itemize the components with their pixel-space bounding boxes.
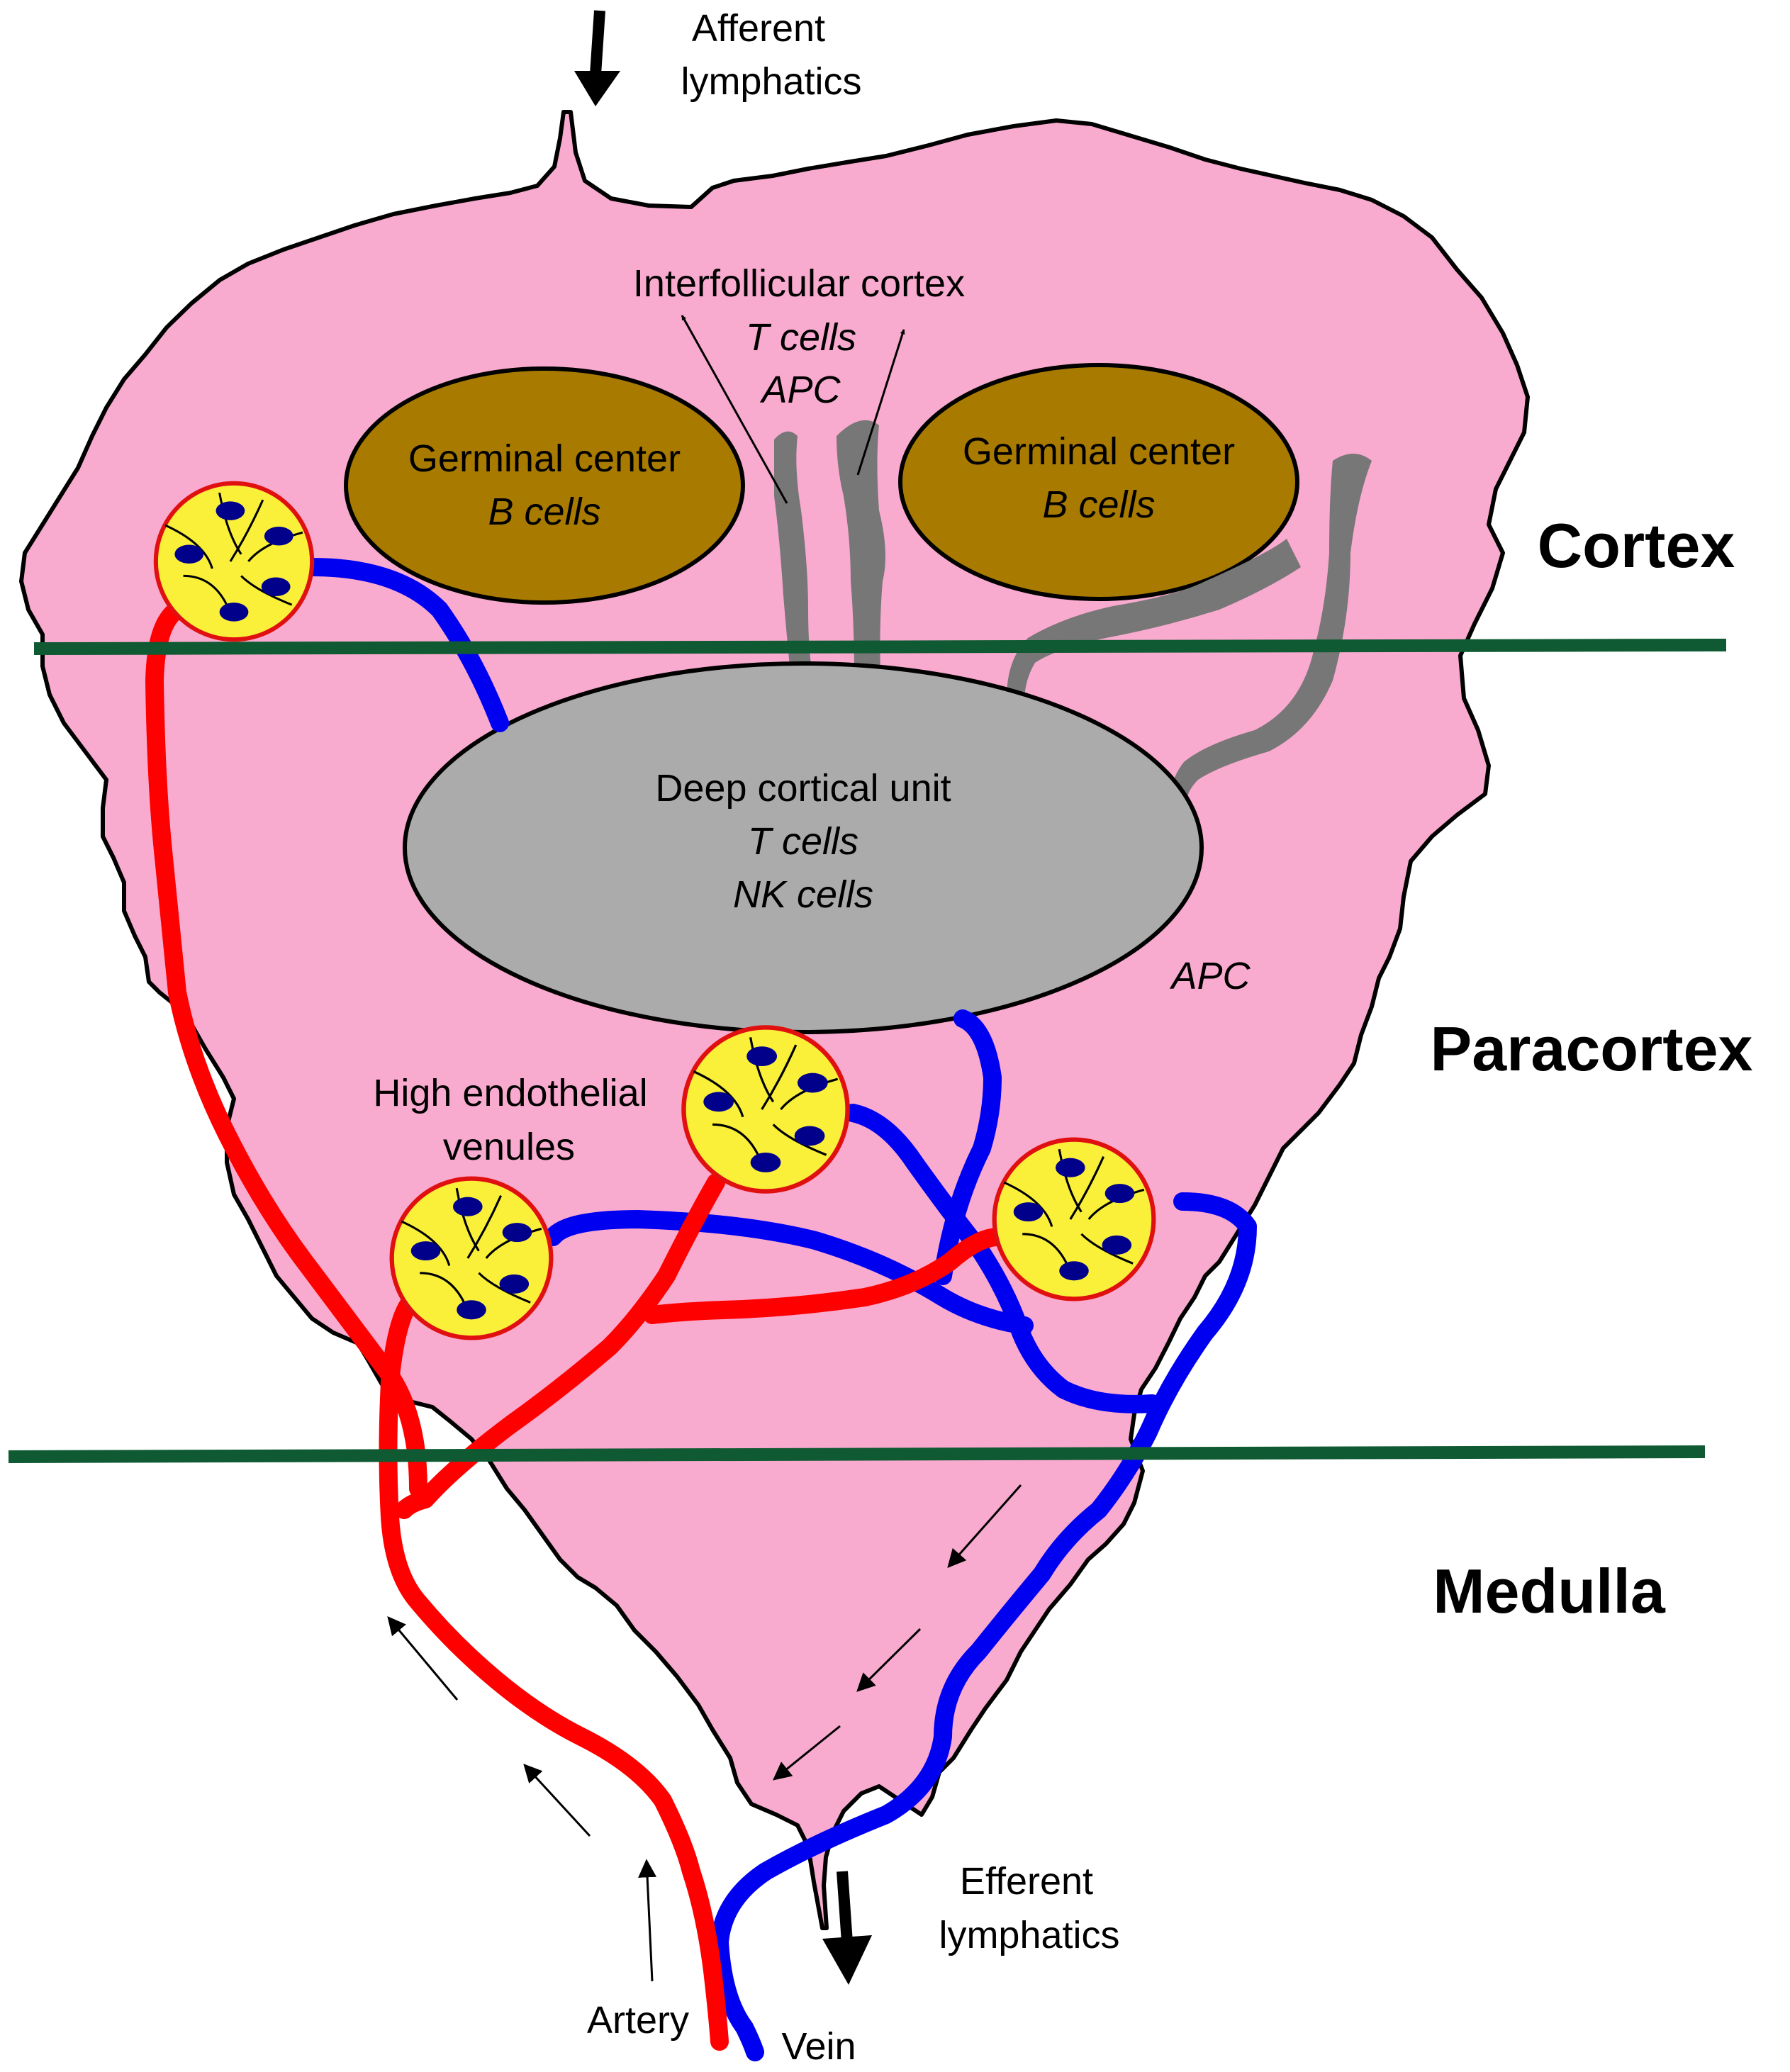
paracortex-apc-label: APC — [1169, 955, 1251, 997]
afferent-label-line2: lymphatics — [681, 60, 861, 103]
interfollicular-tcells-label: T cells — [746, 316, 856, 359]
efferent-arrow — [822, 1871, 872, 1985]
germinal-center-right-label: Germinal center — [963, 430, 1235, 473]
germinal-center-right — [898, 363, 1299, 601]
arteries — [145, 600, 1007, 2051]
efferent-label-line2: lymphatics — [939, 1914, 1119, 1956]
hev-top-left — [156, 483, 312, 639]
germinal-center-right-bcells: B cells — [1042, 483, 1155, 526]
artery-label: Artery — [587, 1999, 689, 2042]
afferent-arrow — [574, 10, 620, 106]
lymphatic-channels — [774, 420, 1372, 808]
zone-label-medulla: Medulla — [1433, 1556, 1666, 1626]
deep-cortical-unit-label: Deep cortical unit — [655, 767, 951, 810]
interfollicular-apc-label: APC — [759, 369, 841, 411]
vein-label: Vein — [781, 2025, 856, 2068]
cortex-paracortex-boundary — [33, 639, 1727, 655]
interfollicular-arrow-right — [856, 329, 905, 476]
zone-label-cortex: Cortex — [1538, 510, 1735, 581]
germinal-center-left-bcells: B cells — [488, 491, 600, 533]
germinal-center-left-label: Germinal center — [408, 437, 681, 480]
deep-cortical-unit-nkcells: NK cells — [733, 873, 873, 916]
zone-label-paracortex: Paracortex — [1431, 1014, 1753, 1084]
hev-lower-left — [392, 1179, 552, 1338]
hev-right — [995, 1140, 1154, 1299]
hev-label-line1: High endothelial — [373, 1072, 647, 1114]
afferent-label-line1: Afferent — [692, 7, 825, 50]
interfollicular-arrow-left — [681, 315, 788, 504]
veins — [303, 558, 1257, 2061]
hev-label-line2: venules — [443, 1126, 575, 1168]
paracortex-medulla-boundary — [8, 1445, 1706, 1463]
medulla-flow-arrows — [772, 1484, 1022, 1781]
germinal-center-left — [344, 366, 745, 605]
artery-flow-arrows — [387, 1616, 657, 1982]
interfollicular-label: Interfollicular cortex — [633, 262, 965, 305]
efferent-label-line1: Efferent — [960, 1860, 1093, 1903]
deep-cortical-unit — [403, 661, 1204, 1034]
deep-cortical-unit-tcells: T cells — [748, 820, 858, 863]
hev-center — [683, 1027, 847, 1191]
